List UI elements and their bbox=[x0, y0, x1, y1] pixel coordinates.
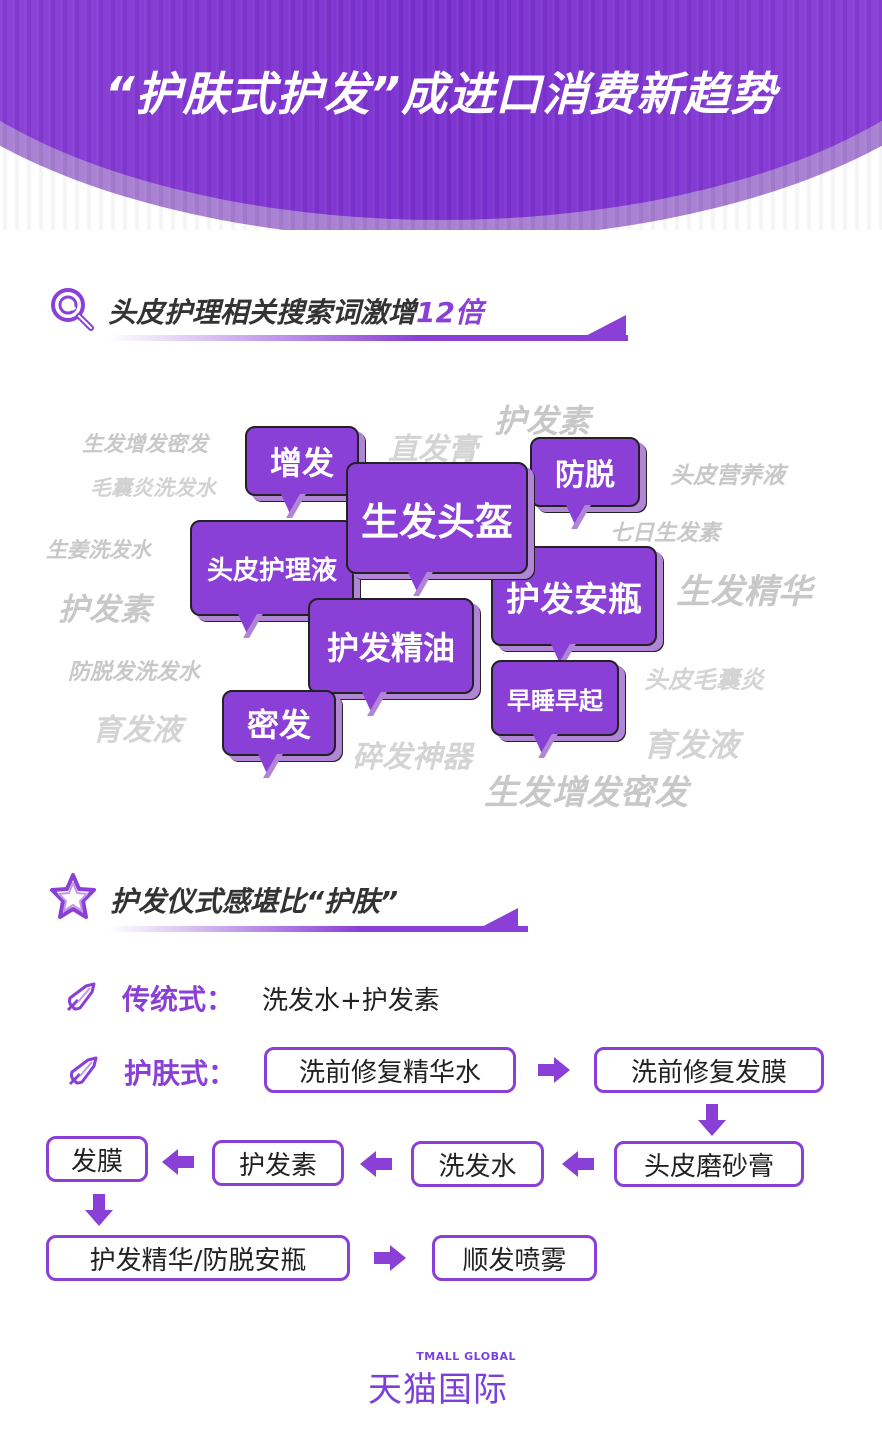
bubble-tail bbox=[362, 692, 382, 714]
rocket-arrow-icon bbox=[66, 982, 96, 1012]
cloud-word: 头皮毛囊炎 bbox=[644, 666, 764, 694]
bubble-text: 防脱 bbox=[555, 458, 615, 493]
arrow-left-icon bbox=[562, 1151, 594, 1177]
step-box: 洗前修复精华水 bbox=[264, 1047, 516, 1093]
speech-bubble: 头皮护理液 bbox=[190, 520, 354, 636]
speech-bubble: 增发 bbox=[245, 426, 359, 516]
bubble-tail bbox=[566, 505, 586, 527]
cloud-word: 护发素 bbox=[58, 592, 151, 628]
search-icon bbox=[51, 288, 94, 331]
section-title-text: 头皮护理相关搜索词激增 bbox=[108, 296, 417, 329]
step-box: 洗前修复发膜 bbox=[594, 1047, 824, 1093]
bubble-text: 增发 bbox=[269, 444, 334, 482]
arrow-left-icon bbox=[360, 1151, 392, 1177]
logo-chinese: 天猫国际 bbox=[368, 1370, 508, 1410]
speech-bubble: 防脱 bbox=[530, 437, 640, 527]
bubble-tail bbox=[238, 614, 258, 636]
traditional-value: 洗发水+护发素 bbox=[262, 986, 440, 1016]
bubble-text: 密发 bbox=[246, 706, 311, 744]
star-icon bbox=[50, 873, 96, 919]
arrow-down-icon bbox=[85, 1194, 113, 1226]
cloud-word: 七日生发素 bbox=[610, 521, 721, 546]
cloud-word: 防脱发洗发水 bbox=[68, 660, 201, 685]
bubble-text: 护发精油 bbox=[326, 629, 455, 667]
cloud-word: 育发液 bbox=[92, 713, 182, 748]
cloud-word: 生发精华 bbox=[676, 572, 812, 612]
bubble-text: 早睡早起 bbox=[507, 686, 603, 715]
section-title-highlight: 12倍 bbox=[416, 296, 483, 329]
speech-bubble: 密发 bbox=[222, 690, 336, 776]
bubble-tail bbox=[533, 734, 553, 756]
bubble-text: 头皮护理液 bbox=[206, 555, 337, 586]
arrow-right-icon bbox=[374, 1245, 406, 1271]
section-underline bbox=[108, 926, 528, 932]
skincare-label: 护肤式： bbox=[124, 1057, 237, 1090]
tmall-global-logo: TMALL GLOBAL 天猫国际 bbox=[368, 1350, 518, 1410]
traditional-label: 传统式： bbox=[122, 983, 235, 1016]
speech-bubble: 早睡早起 bbox=[491, 660, 619, 756]
section-underline-arrow bbox=[472, 908, 518, 932]
header-banner: “护肤式护发”成进口消费新趋势 bbox=[0, 0, 882, 230]
section-heading-ritual: 护发仪式感堪比“护肤” bbox=[46, 870, 566, 932]
speech-bubble: 护发精油 bbox=[308, 598, 474, 714]
speech-bubble: 生发头盔 bbox=[346, 462, 528, 594]
cloud-word: 毛囊炎洗发水 bbox=[90, 476, 216, 500]
step-box: 护发精华/防脱安瓶 bbox=[46, 1235, 350, 1281]
step-box: 洗发水 bbox=[411, 1141, 544, 1187]
arrow-right-icon bbox=[538, 1057, 570, 1083]
arrow-left-icon bbox=[162, 1149, 194, 1175]
logo-english: TMALL GLOBAL bbox=[416, 1350, 516, 1363]
cloud-word: 生发增发密发 bbox=[484, 773, 688, 813]
cloud-word: 直发膏 bbox=[388, 432, 478, 467]
arrow-down-icon bbox=[698, 1104, 726, 1136]
bubble-tail bbox=[408, 572, 428, 594]
bubble-text: 护发安瓶 bbox=[506, 579, 642, 620]
step-box: 头皮磨砂膏 bbox=[614, 1141, 804, 1187]
rocket-arrow-icon bbox=[68, 1056, 98, 1086]
bubble-tail bbox=[258, 754, 278, 776]
section-heading-search: 头皮护理相关搜索词激增12倍 bbox=[46, 283, 646, 343]
cloud-word: 生姜洗发水 bbox=[46, 538, 151, 562]
cloud-word: 头皮营养液 bbox=[670, 463, 785, 489]
header-stripes bbox=[0, 0, 882, 230]
section-title: 头皮护理相关搜索词激增12倍 bbox=[108, 291, 483, 331]
step-box: 发膜 bbox=[46, 1136, 148, 1182]
bubble-text: 生发头盔 bbox=[360, 499, 513, 544]
section-underline-arrow bbox=[576, 315, 626, 341]
cloud-word: 碎发神器 bbox=[352, 740, 472, 775]
section-title: 护发仪式感堪比“护肤” bbox=[110, 885, 399, 918]
bubble-tail bbox=[281, 494, 301, 516]
cloud-word: 育发液 bbox=[643, 726, 740, 764]
cloud-word: 护发素 bbox=[494, 402, 591, 440]
section-underline bbox=[108, 335, 628, 341]
page-title: “护肤式护发”成进口消费新趋势 bbox=[104, 67, 778, 121]
step-box: 护发素 bbox=[212, 1140, 344, 1186]
step-box: 顺发喷雾 bbox=[432, 1235, 597, 1281]
cloud-word: 生发增发密发 bbox=[82, 432, 208, 456]
